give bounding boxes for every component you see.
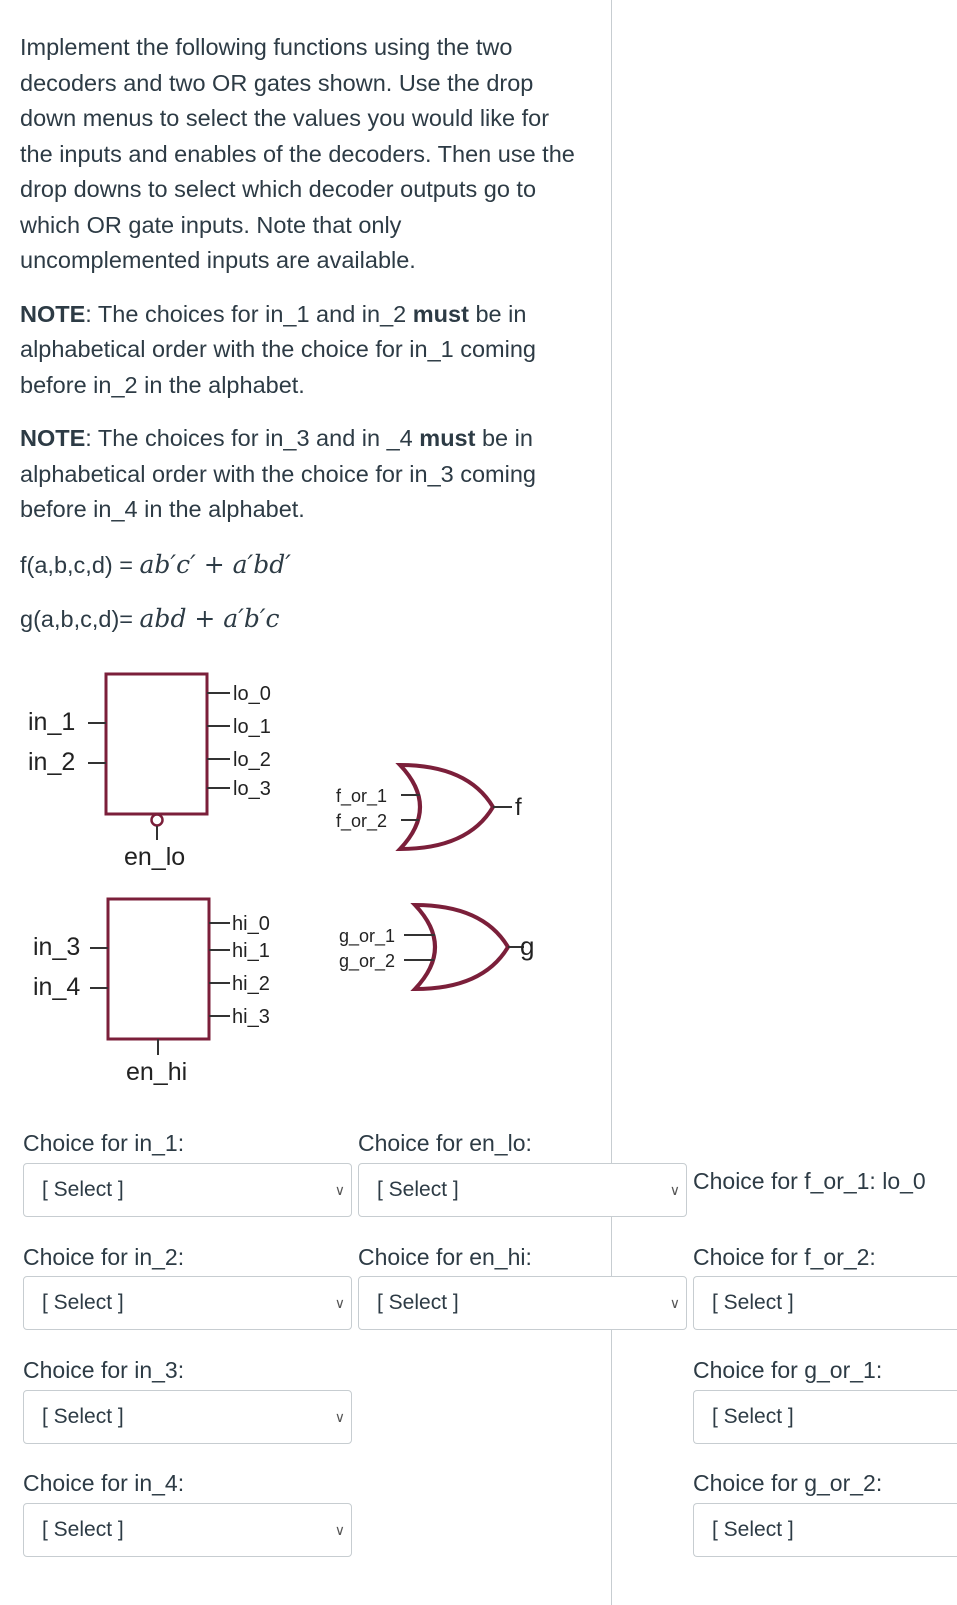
function-g-expression: abd + a′b′c [139,604,280,633]
chevron-down-icon: ∨ [669,1295,680,1311]
or-gate-f: f_or_1 f_or_2 f [336,762,522,852]
decoder-hi-input-1: in_3 [33,933,80,961]
label-in-1: Choice for in_1: [23,1130,185,1156]
decoder-hi-output-3: hi_3 [232,1006,270,1028]
select-in-3[interactable]: [ Select ]∨ [23,1390,352,1444]
question-intro: Implement the following functions using … [20,34,575,273]
function-f: f(a,b,c,d) = ab′c′ + a′bd′ [20,550,291,579]
or-gate-g-input-1: g_or_1 [339,926,395,947]
select-in-2[interactable]: [ Select ]∨ [23,1276,352,1330]
select-g-or-1[interactable]: [ Select ] [693,1390,957,1444]
note-in1-in2: NOTE: The choices for in_1 and in_2 must… [20,300,536,398]
select-en-lo[interactable]: [ Select ]∨ [358,1163,687,1217]
enable-inversion-bubble [150,813,164,827]
decoder-lo: in_1 in_2 lo_0 lo_1 lo_2 lo_3 en_lo [28,672,271,871]
circuit-diagram: in_1 in_2 lo_0 lo_1 lo_2 lo_3 en_lo in_3… [28,672,534,1086]
or-gate-f-input-1: f_or_1 [336,786,387,807]
question-text: Implement the following functions using … [20,30,580,546]
label-in-4: Choice for in_4: [23,1470,185,1496]
select-in-4[interactable]: [ Select ]∨ [23,1503,352,1557]
label-g-or-1: Choice for g_or_1: [693,1357,883,1383]
or-gate-f-symbol [395,762,496,852]
label-en-hi: Choice for en_hi: [358,1244,532,1270]
label-in-2: Choice for in_2: [23,1244,185,1270]
decoder-hi-input-2: in_4 [33,973,80,1001]
select-f-or-2[interactable]: [ Select ] [693,1276,957,1330]
decoder-hi-output-2: hi_2 [232,973,270,995]
chevron-down-icon: ∨ [334,1295,345,1311]
decoder-lo-output-0: lo_0 [233,683,271,705]
decoder-lo-input-1: in_1 [28,708,75,736]
label-g-or-2: Choice for g_or_2: [693,1470,883,1496]
decoder-hi-enable-label: en_hi [126,1058,187,1086]
select-g-or-2[interactable]: [ Select ] [693,1503,957,1557]
decoder-hi-output-1: hi_1 [232,940,270,962]
or-gate-f-output: f [515,794,522,821]
label-in-3: Choice for in_3: [23,1357,185,1383]
chevron-down-icon: ∨ [334,1182,345,1198]
label-f-or-1: Choice for f_or_1: lo_0 [693,1168,926,1194]
or-gate-g-input-2: g_or_2 [339,951,395,972]
function-g: g(a,b,c,d)= abd + a′b′c [20,604,280,633]
label-en-lo: Choice for en_lo: [358,1130,532,1156]
decoder-hi-body [106,897,211,1041]
or-gate-f-input-2: f_or_2 [336,811,387,832]
or-gate-g-output: g [520,931,534,961]
column-divider [611,0,612,1605]
chevron-down-icon: ∨ [334,1522,345,1538]
function-f-expression: ab′c′ + a′bd′ [139,550,291,579]
decoder-lo-input-2: in_2 [28,748,75,776]
decoder-lo-output-2: lo_2 [233,749,271,771]
decoder-lo-output-3: lo_3 [233,778,271,800]
or-gate-g: g_or_1 g_or_2 g [339,902,534,992]
label-f-or-2: Choice for f_or_2: [693,1244,876,1270]
decoder-lo-output-1: lo_1 [233,716,271,738]
decoder-lo-body [104,672,209,816]
note-in3-in4: NOTE: The choices for in_3 and in _4 mus… [20,425,536,522]
select-in-1[interactable]: [ Select ]∨ [23,1163,352,1217]
decoder-hi-output-0: hi_0 [232,913,270,935]
or-gate-g-symbol [410,902,511,992]
decoder-hi: in_3 in_4 hi_0 hi_1 hi_2 hi_3 en_hi [33,897,270,1086]
chevron-down-icon: ∨ [669,1182,680,1198]
chevron-down-icon: ∨ [334,1409,345,1425]
select-en-hi[interactable]: [ Select ]∨ [358,1276,687,1330]
decoder-lo-enable-label: en_lo [124,843,185,871]
